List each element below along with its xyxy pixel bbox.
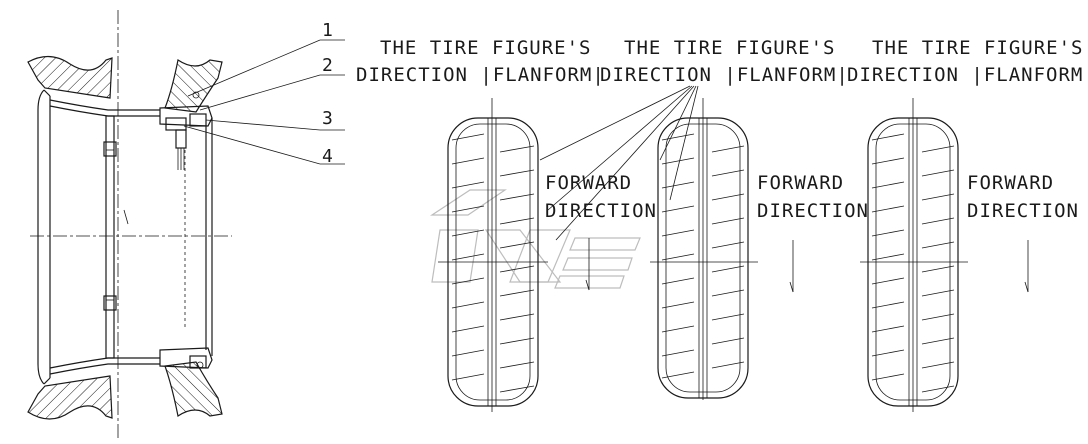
tire-outline <box>447 117 539 407</box>
tread-pattern <box>661 133 745 379</box>
callout-number: 3 <box>322 108 333 129</box>
tire-heading-line2: DIRECTION |FLANFORM| <box>356 64 605 86</box>
part-callouts: 1 2 3 4 <box>183 20 345 167</box>
wheel-section-view <box>27 10 232 440</box>
forward-label-line2: DIRECTION <box>967 200 1079 222</box>
tire-view-1: THE TIRE FIGURE'S DIRECTION |FLANFORM| F… <box>356 37 657 412</box>
callout-number: 2 <box>322 55 333 76</box>
tire-outline <box>867 117 959 407</box>
tire-heading-line1: THE TIRE FIGURE'S <box>380 37 591 59</box>
tire-view-2: THE TIRE FIGURE'S DIRECTION |FLANFORM| F… <box>600 37 869 400</box>
callout-number: 1 <box>322 20 333 41</box>
tire-heading-line2: DIRECTION |FLANFORM| <box>847 64 1088 86</box>
tire-heading-line2: DIRECTION |FLANFORM| <box>600 64 849 86</box>
heading-leader-lines <box>539 85 699 241</box>
forward-label-line2: DIRECTION <box>757 200 869 222</box>
tread-pattern <box>871 133 955 393</box>
tread-pattern <box>451 133 535 393</box>
tire-heading-line1: THE TIRE FIGURE'S <box>624 37 835 59</box>
forward-label-line2: DIRECTION <box>545 200 657 222</box>
forward-label-line1: FORWARD <box>967 172 1054 194</box>
forward-label-line1: FORWARD <box>545 172 632 194</box>
forward-label-line1: FORWARD <box>757 172 844 194</box>
watermark-logo <box>429 189 641 289</box>
callout-number: 4 <box>322 146 333 167</box>
tire-view-3: THE TIRE FIGURE'S DIRECTION |FLANFORM| F… <box>847 37 1088 412</box>
tire-heading-line1: THE TIRE FIGURE'S <box>872 37 1083 59</box>
tire-outline <box>657 117 749 399</box>
